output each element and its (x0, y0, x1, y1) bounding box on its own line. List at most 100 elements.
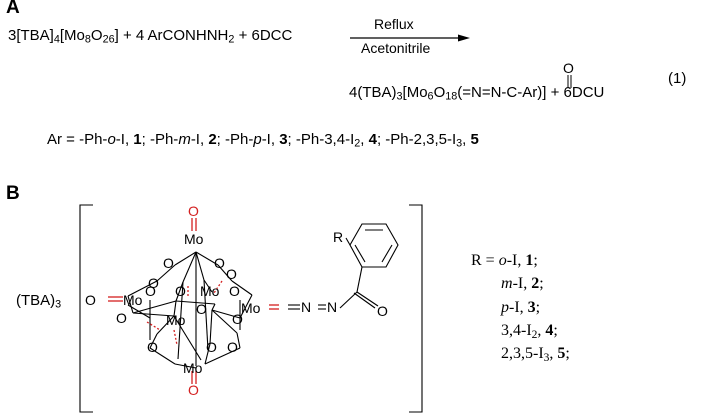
svg-text:O: O (229, 283, 240, 299)
panel-b-label: B (6, 183, 20, 204)
svg-text:O: O (188, 203, 199, 219)
svg-text:Mo: Mo (200, 283, 220, 299)
r-intro: R = (471, 252, 499, 269)
cation-text: (TBA) (16, 292, 56, 309)
equation-number: (1) (668, 70, 687, 87)
r-prefix: m (501, 275, 513, 292)
reactant-dcc: + 6DCC (238, 27, 293, 44)
r-suffix: -I, (512, 275, 528, 292)
svg-text:O: O (226, 266, 237, 282)
product-ligand: (=N=N-C-Ar)] (457, 84, 547, 101)
svg-text:O: O (214, 255, 225, 271)
chain-labels: N N O R (301, 229, 388, 319)
sub: 18 (445, 90, 458, 103)
ar-p: p (253, 131, 262, 148)
ar-definition-line: Ar = -Ph-o-I, 1; -Ph-m-I, 2; -Ph-p-I, 3;… (47, 131, 479, 150)
svg-text:O: O (196, 301, 207, 317)
ar-235: 2,3,5-I (413, 131, 457, 148)
svg-text:Mo: Mo (123, 292, 143, 308)
compound-num: 2 (208, 131, 217, 148)
svg-text:N: N (301, 299, 311, 315)
svg-text:O: O (116, 310, 127, 326)
svg-text:Mo: Mo (241, 300, 261, 316)
svg-text:O: O (227, 339, 238, 355)
sub: 2 (531, 328, 538, 341)
r-list-2: m-I, 2; (501, 275, 544, 292)
svg-text:O: O (163, 255, 174, 271)
svg-text:O: O (148, 275, 159, 291)
reaction-reactants: 3[TBA]4[Mo8O26] + 4 ArCONHNH2 + 6DCC (8, 27, 293, 46)
sub: 26 (102, 33, 115, 46)
compound-num: 1 (525, 252, 534, 269)
arrow-head (458, 34, 470, 42)
sub: 8 (84, 33, 91, 46)
svg-text:O: O (147, 339, 158, 355)
compound-num: 3 (279, 131, 288, 148)
diazenido-chain (288, 266, 379, 310)
sub: 4 (53, 33, 60, 46)
ar-intro: Ar = -Ph- (47, 131, 108, 148)
r-suffix: -I, (509, 299, 524, 316)
sub: 3 (456, 137, 463, 150)
cation-label: (TBA)3 (16, 292, 62, 311)
compound-num: 5 (470, 131, 479, 148)
svg-text:R: R (333, 229, 343, 245)
sub: 3 (396, 90, 403, 103)
r-list-5: 2,3,5-I3, 5; (501, 345, 570, 364)
ar-m: m (178, 131, 191, 148)
sub: 3 (543, 351, 550, 364)
sub: 2 (228, 33, 235, 46)
r-prefix: o (498, 252, 507, 269)
compound-num: 4 (545, 322, 554, 339)
reactant-hydrazide: + 4 ArCONHNH (122, 27, 229, 44)
reactant-mo: [Mo (59, 27, 85, 44)
r-suffix: 3,4-I (501, 322, 532, 339)
benzene-ring (349, 223, 399, 268)
condition-solvent: Acetonitrile (361, 40, 431, 56)
panel-a-label: A (6, 0, 20, 18)
ar-o: o (107, 131, 116, 148)
red-dotted-bonds (146, 280, 223, 346)
compound-num: 4 (368, 131, 377, 148)
bracket: ] (114, 27, 119, 44)
mo-oxo-bonds (108, 218, 279, 384)
svg-text:O: O (175, 283, 186, 299)
product-dcu: + 6DCU (550, 84, 605, 101)
molybdenum-labels: Mo Mo Mo Mo Mo Mo (123, 231, 261, 376)
bracket-right (409, 204, 423, 413)
compound-num: 3 (527, 299, 536, 316)
cage-bonds (127, 251, 253, 369)
condition-reflux: Reflux (374, 16, 414, 32)
ar-34: 3,4-I (324, 131, 355, 148)
svg-text:O: O (145, 283, 156, 299)
carbonyl-oxygen: O (563, 60, 574, 76)
r-prefix: p (501, 299, 509, 316)
svg-text:N: N (327, 299, 337, 315)
reactant-tba: 3[TBA] (8, 27, 54, 44)
oxygen-labels: O O O O O O O O O O O O O O O O (85, 203, 243, 398)
compound-num: 1 (133, 131, 142, 148)
svg-text:O: O (377, 303, 388, 319)
svg-text:O: O (206, 339, 217, 355)
svg-text:Mo: Mo (166, 312, 186, 328)
compound-num: 5 (557, 345, 566, 362)
r-list-3: p-I, 3; (501, 299, 541, 316)
r-suffix: 2,3,5-I (501, 345, 544, 362)
r-list-1: R = o-I, 1; (471, 252, 538, 269)
compound-num: 2 (531, 275, 540, 292)
product-tba: 4(TBA) (349, 84, 397, 101)
svg-text:Mo: Mo (183, 360, 203, 376)
sub: 6 (427, 90, 434, 103)
sub: 3 (55, 298, 62, 311)
reactant-o: O (90, 27, 103, 44)
reaction-product: 4(TBA)3[Mo6O18(=N=N-C-Ar)] + 6DCU (349, 84, 605, 103)
svg-text:O: O (188, 382, 199, 398)
r-substituent-bond (345, 237, 351, 246)
product-o: O (433, 84, 446, 101)
r-list-4: 3,4-I2, 4; (501, 322, 558, 341)
bracket-left (79, 204, 93, 413)
svg-text:O: O (232, 311, 243, 327)
product-mo: [Mo (402, 84, 428, 101)
